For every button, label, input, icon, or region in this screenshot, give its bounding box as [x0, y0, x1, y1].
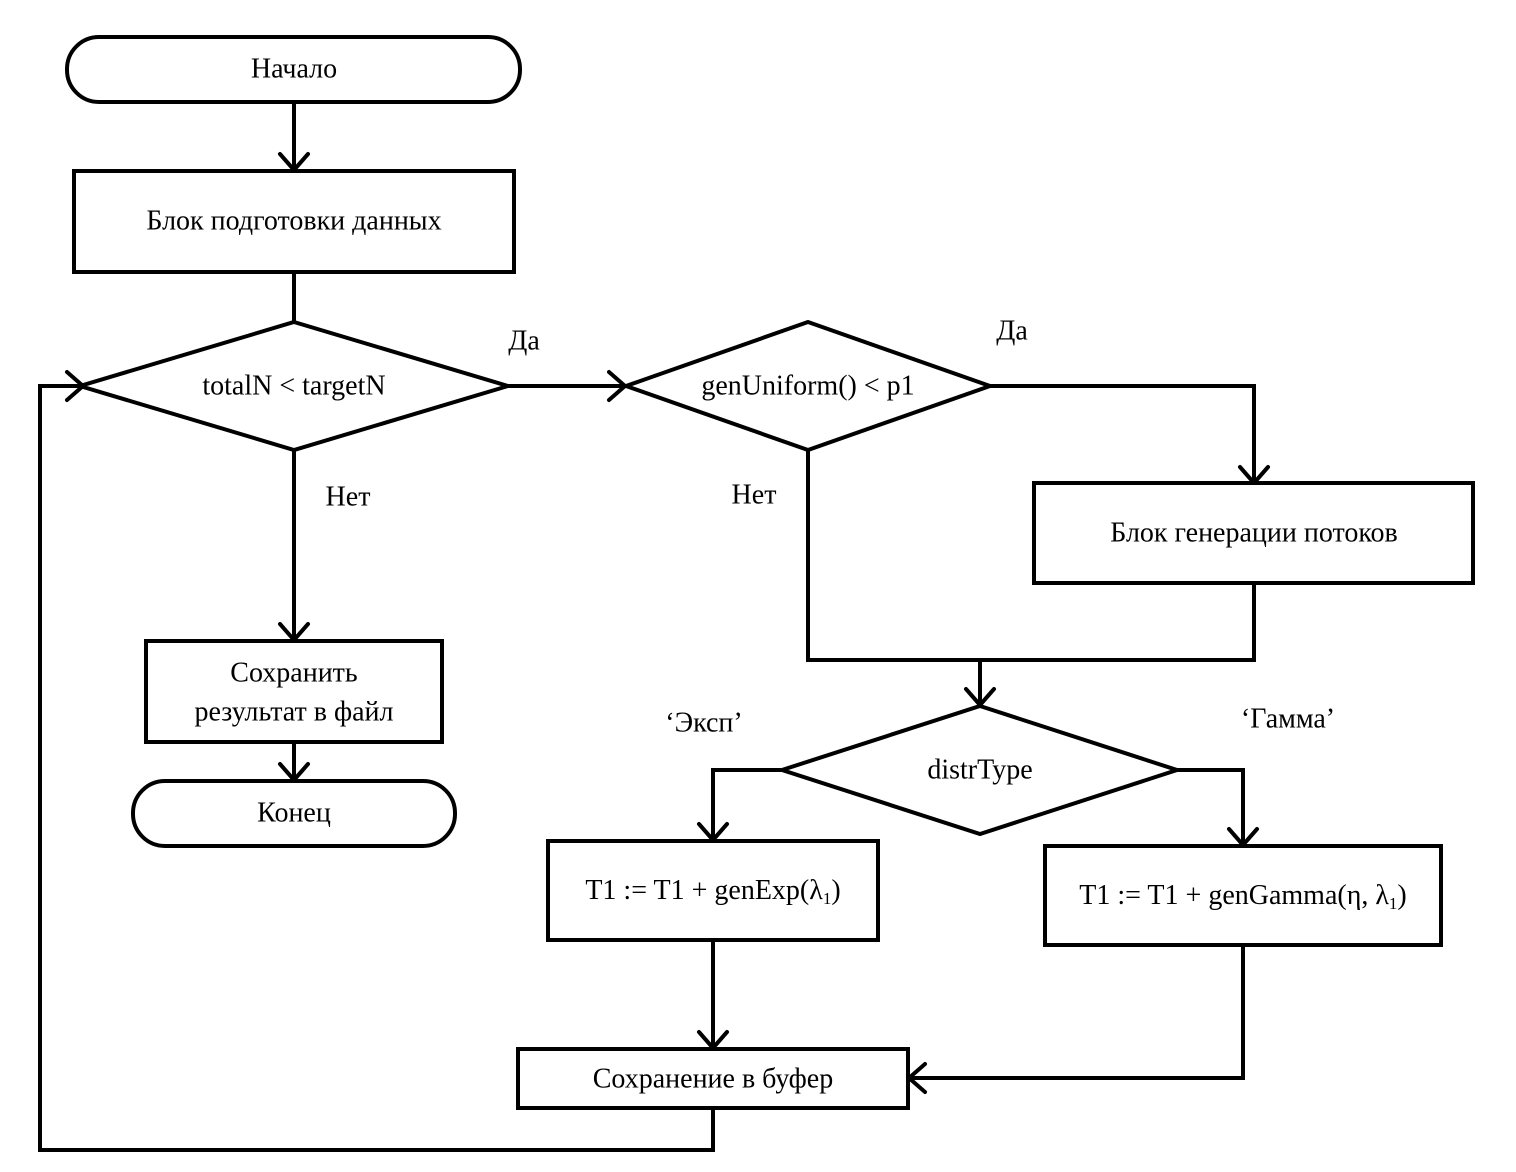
connectors [38, 102, 1256, 1152]
edge-loop-back [38, 384, 715, 1152]
save-buffer-block: Сохранение в буфер [516, 1047, 910, 1110]
no-label-total: Нет [326, 482, 371, 513]
save-file-block: Сохранить результат в файл [144, 639, 444, 744]
branch-labels: Да Нет Да Нет ‘Эксп’ ‘Гамма’ [326, 316, 1336, 739]
gen-streams-block: Блок генерации потоков [1032, 481, 1475, 585]
yes-label-total: Да [508, 326, 540, 357]
cond-uniform-label: genUniform() < p1 [701, 371, 914, 402]
gen-streams-label: Блок генерации потоков [1110, 518, 1398, 549]
edge-distr-exp [711, 768, 781, 840]
yes-label-uniform: Да [996, 316, 1028, 347]
exp-block: T1 := T1 + genExp(λ1) [546, 839, 880, 942]
save-file-label-line1: Сохранить [230, 658, 357, 689]
edge-cond-uniform-yes [990, 384, 1256, 483]
cond-total-label: totalN < targetN [202, 371, 385, 402]
end-terminal: Конец [131, 779, 457, 848]
edge-gamma-buffer [909, 945, 1245, 1080]
start-terminal: Начало [65, 35, 522, 104]
distr-decision: distrType [775, 703, 1184, 837]
distr-label: distrType [927, 755, 1032, 786]
edge-cond-uniform-no [806, 450, 1256, 662]
prep-block: Блок подготовки данных [72, 169, 516, 274]
end-label: Конец [257, 798, 331, 829]
exp-branch-label: ‘Эксп’ [665, 708, 742, 739]
cond-total-decision: totalN < targetN [73, 319, 515, 453]
exp-label: T1 := T1 + genExp(λ1) [585, 875, 840, 908]
gamma-branch-label: ‘Гамма’ [1241, 704, 1335, 735]
edge-distr-gamma [1177, 768, 1245, 845]
gamma-label: T1 := T1 + genGamma(η, λ1) [1079, 880, 1407, 913]
cond-uniform-decision: genUniform() < p1 [619, 319, 997, 453]
save-file-label-line2: результат в файл [195, 697, 394, 728]
gamma-block: T1 := T1 + genGamma(η, λ1) [1043, 844, 1443, 947]
no-label-uniform: Нет [732, 480, 777, 511]
save-buffer-label: Сохранение в буфер [593, 1064, 834, 1095]
start-label: Начало [251, 54, 337, 85]
prep-label: Блок подготовки данных [146, 206, 441, 237]
arrowheads [65, 152, 1270, 1094]
